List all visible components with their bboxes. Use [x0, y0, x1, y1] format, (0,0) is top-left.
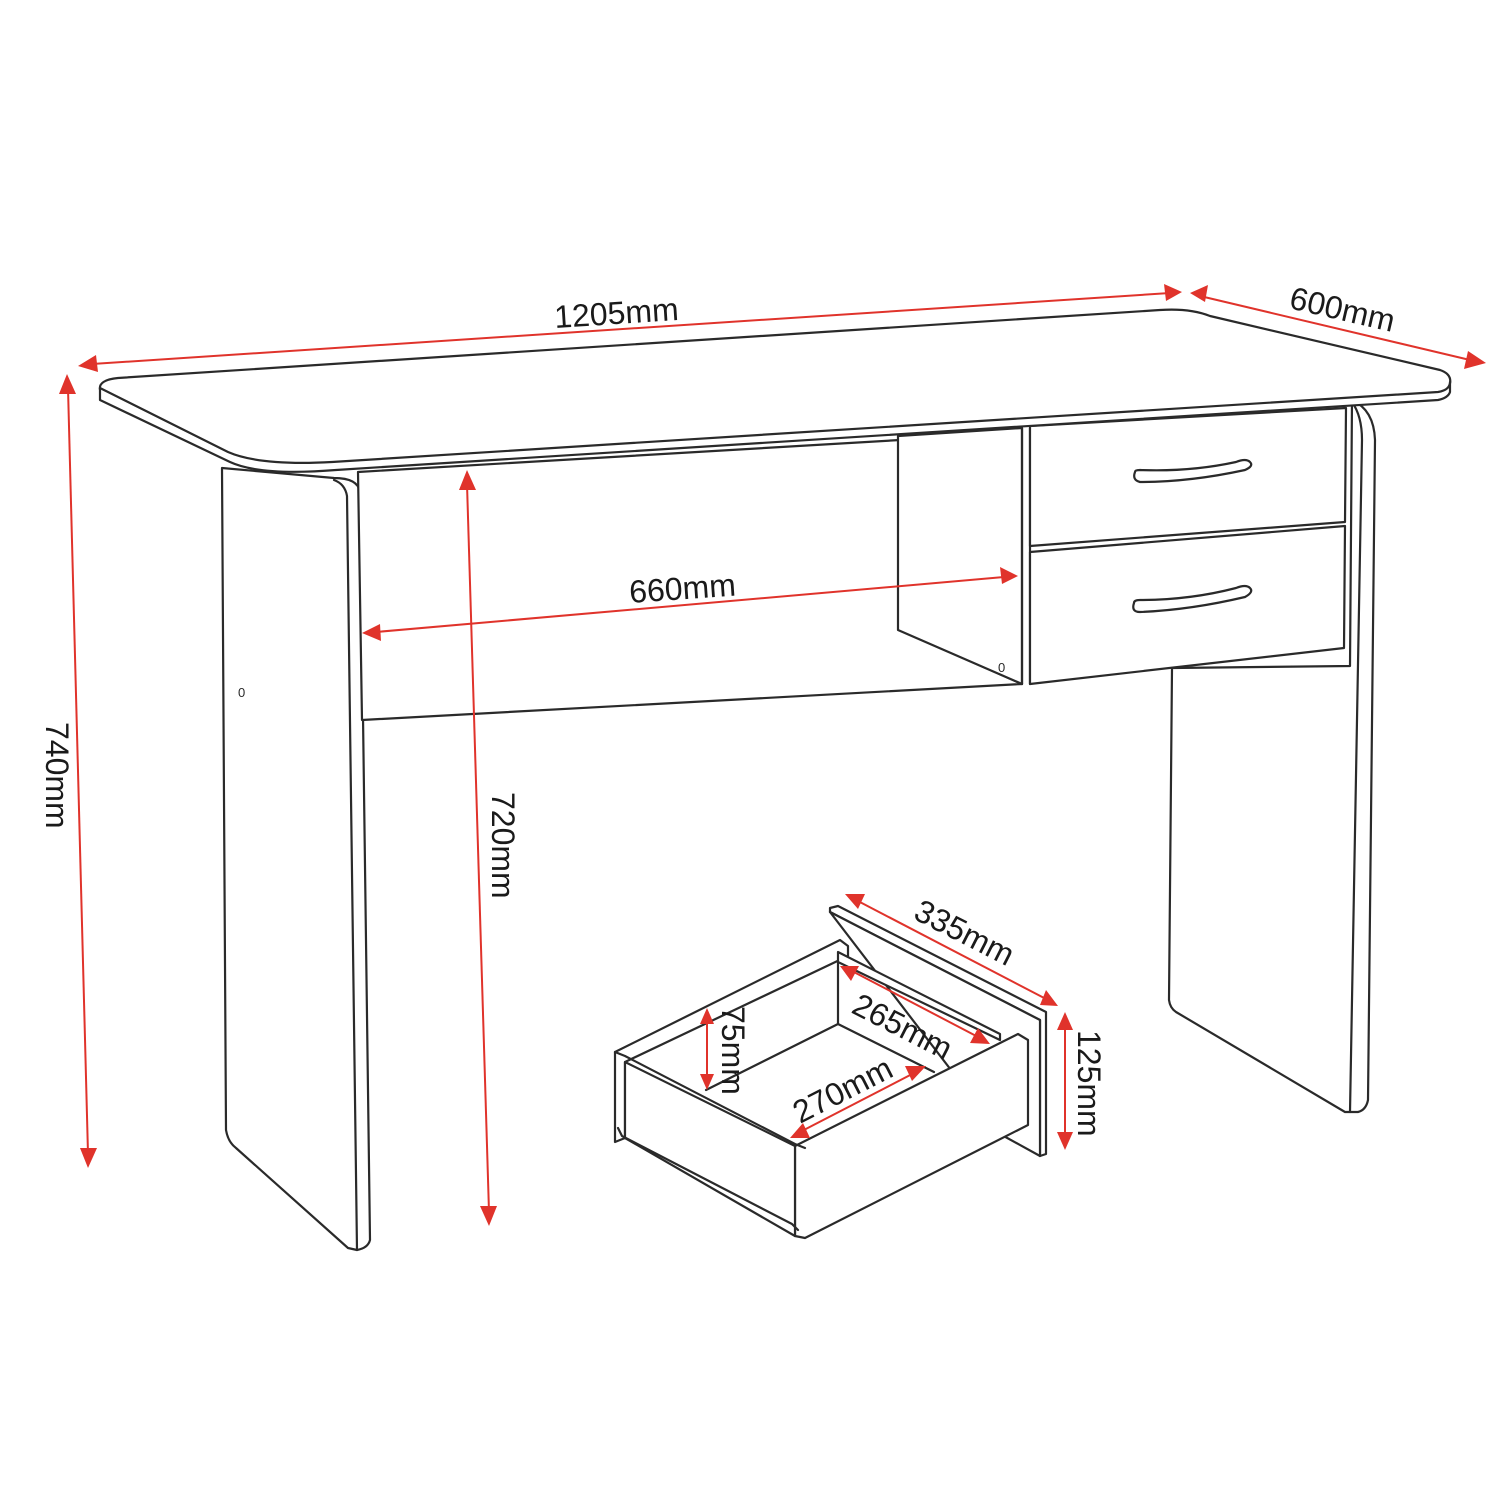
bottom-drawer: [1028, 524, 1347, 686]
label-drawer-inner-height: 75mm: [715, 1006, 751, 1095]
top-drawer-handle: [1133, 458, 1253, 484]
left-panel-hole-mark: 0: [238, 685, 245, 700]
label-knee-width: 660mm: [628, 567, 737, 610]
top-drawer: [1028, 406, 1348, 548]
label-drawer-front-height: 125mm: [1071, 1030, 1107, 1137]
dim-drawer-height-125: 125mm: [1057, 1012, 1107, 1150]
bottom-drawer-handle: [1132, 584, 1253, 614]
dim-height-740: 740mm: [39, 374, 97, 1168]
dim-height-720: 720mm: [459, 470, 521, 1226]
pedestal-hole-mark: 0: [998, 660, 1005, 675]
label-overall-height: 740mm: [39, 722, 75, 829]
dim-knee-660: 660mm: [362, 567, 1018, 641]
dim-width-1205: 1205mm: [78, 284, 1182, 372]
drawer-detail: [613, 904, 1048, 1240]
desktop: [98, 308, 1452, 473]
dim-drawer-inner-height-75: 75mm: [700, 1006, 751, 1095]
left-end-panel: [220, 466, 372, 1252]
label-clearance-height: 720mm: [485, 792, 521, 899]
label-width: 1205mm: [553, 291, 680, 335]
